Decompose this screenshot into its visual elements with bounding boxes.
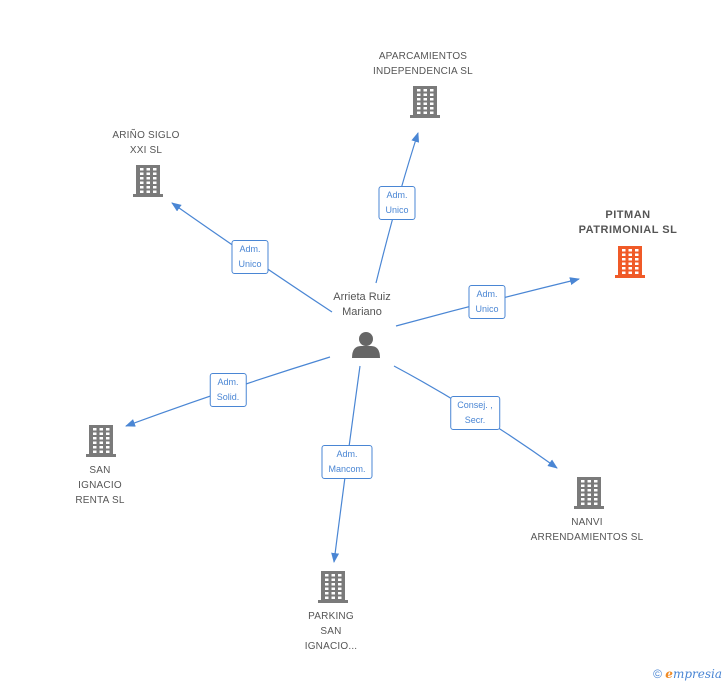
- building-icon-parking[interactable]: [318, 571, 348, 603]
- company-name-san-ignacio-renta[interactable]: SAN IGNACIO RENTA SL: [75, 465, 125, 506]
- company-name-nanvi[interactable]: NANVI ARRENDAMIENTOS SL: [530, 517, 644, 543]
- brand-logo: empresia: [665, 667, 722, 681]
- edge-label-pitman[interactable]: Adm. Unico: [468, 285, 506, 319]
- company-name-aparcamientos[interactable]: APARCAMIENTOS INDEPENDENCIA SL: [373, 51, 473, 77]
- edge-label-aparcamientos[interactable]: Adm. Unico: [378, 186, 416, 220]
- person-icon[interactable]: [352, 332, 380, 358]
- icons-layer: [86, 86, 645, 603]
- edge-label-arino[interactable]: Adm. Unico: [231, 240, 269, 274]
- edges-layer: [125, 132, 580, 563]
- footer-brand[interactable]: © empresia: [653, 667, 722, 681]
- building-icon-nanvi[interactable]: [574, 477, 604, 509]
- building-icon-san-ignacio-renta[interactable]: [86, 425, 116, 457]
- company-name-arino[interactable]: ARIÑO SIGLO XXI SL: [112, 130, 180, 156]
- copyright-symbol: ©: [653, 667, 662, 681]
- company-name-parking[interactable]: PARKING SAN IGNACIO...: [304, 611, 358, 652]
- person-name[interactable]: Arrieta Ruiz Mariano: [333, 291, 391, 318]
- edge-label-san-ignacio-renta[interactable]: Adm. Solid.: [209, 373, 247, 407]
- company-name-pitman[interactable]: PITMAN PATRIMONIAL SL: [578, 209, 678, 236]
- building-icon-aparcamientos[interactable]: [410, 86, 440, 118]
- edge-label-nanvi[interactable]: Consej. , Secr.: [450, 396, 500, 430]
- building-icon-arino[interactable]: [133, 165, 163, 197]
- edge-label-parking[interactable]: Adm. Mancom.: [321, 445, 373, 479]
- building-icon-pitman[interactable]: [615, 246, 645, 278]
